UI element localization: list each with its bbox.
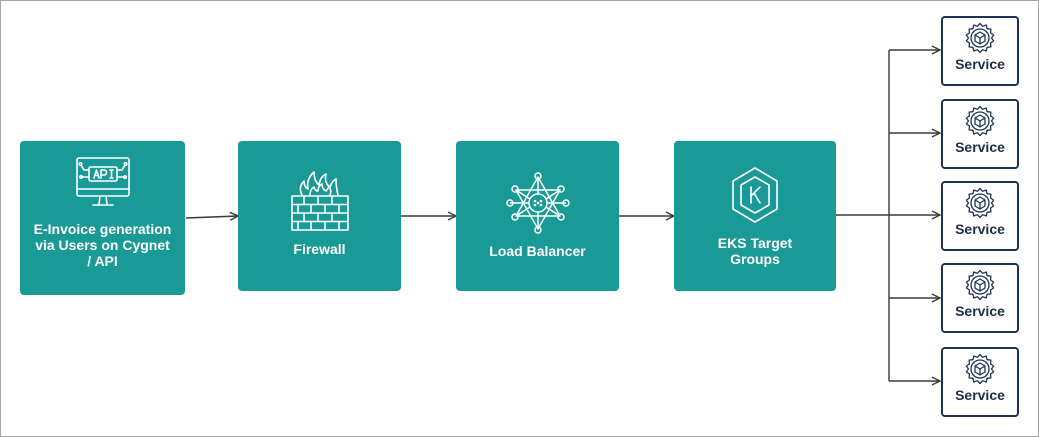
api-monitor-icon bbox=[75, 157, 130, 206]
node-eks-label: EKS Target Groups bbox=[717, 235, 793, 267]
gear-cube-icon bbox=[965, 269, 995, 301]
service-label: Service bbox=[955, 139, 1005, 155]
gear-cube-icon bbox=[965, 105, 995, 137]
service-box-2: Service bbox=[941, 99, 1019, 169]
service-box-5: Service bbox=[941, 347, 1019, 417]
service-label: Service bbox=[955, 387, 1005, 403]
service-label: Service bbox=[955, 303, 1005, 319]
gear-cube-icon bbox=[965, 187, 995, 219]
service-box-4: Service bbox=[941, 263, 1019, 333]
service-box-1: Service bbox=[941, 16, 1019, 86]
node-client: E-Invoice generation via Users on Cygnet… bbox=[20, 141, 185, 295]
firewall-icon bbox=[290, 171, 349, 231]
kubernetes-icon bbox=[732, 167, 778, 223]
arrow-client-to-firewall bbox=[185, 216, 238, 218]
node-load-balancer-label: Load Balancer bbox=[489, 243, 586, 259]
node-client-label: E-Invoice generation via Users on Cygnet… bbox=[33, 221, 172, 269]
service-label: Service bbox=[955, 56, 1005, 72]
service-box-3: Service bbox=[941, 181, 1019, 251]
node-firewall-label: Firewall bbox=[293, 241, 346, 257]
node-load-balancer: Load Balancer bbox=[456, 141, 619, 291]
gear-cube-icon bbox=[965, 22, 995, 54]
gear-cube-icon bbox=[965, 353, 995, 385]
node-eks-target-groups: EKS Target Groups bbox=[674, 141, 836, 291]
service-label: Service bbox=[955, 221, 1005, 237]
node-firewall: Firewall bbox=[238, 141, 401, 291]
load-balancer-icon bbox=[505, 172, 570, 234]
